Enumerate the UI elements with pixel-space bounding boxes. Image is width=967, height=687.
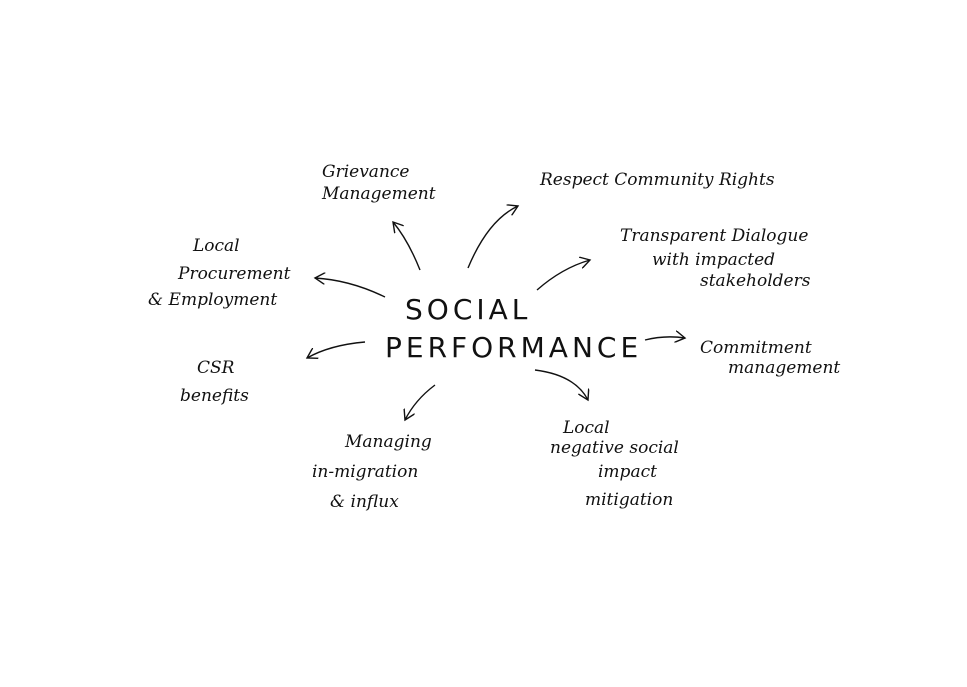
node-procurement-line3: & Employment bbox=[148, 290, 278, 310]
node-dialogue-line2: with impacted bbox=[652, 250, 776, 270]
arrow-procurement bbox=[315, 278, 386, 298]
node-dialogue-line3: stakeholders bbox=[700, 271, 811, 291]
arrow-migration bbox=[405, 384, 436, 420]
node-migration-line3: & influx bbox=[330, 492, 399, 512]
arrow-respect bbox=[467, 206, 518, 269]
node-grievance-line2: Management bbox=[322, 184, 436, 204]
node-grievance-line1: Grievance bbox=[322, 162, 410, 182]
arrow-csr bbox=[307, 341, 366, 358]
arrow-dialogue bbox=[536, 260, 590, 291]
arrow-negative bbox=[534, 369, 588, 400]
center-title-line2: PERFORMANCE bbox=[385, 331, 643, 364]
node-negative-line3: impact bbox=[598, 462, 657, 482]
node-commitment-line1: Commitment bbox=[700, 338, 812, 358]
node-migration-line2: in-migration bbox=[312, 462, 419, 482]
node-migration-line1: Managing bbox=[345, 432, 432, 452]
node-dialogue-line1: Transparent Dialogue bbox=[620, 226, 809, 246]
node-procurement-line2: Procurement bbox=[178, 264, 291, 284]
node-respect: Respect Community Rights bbox=[540, 170, 775, 190]
center-title-line1: SOCIAL bbox=[405, 293, 532, 326]
node-negative-line1: Local bbox=[563, 418, 610, 438]
node-csr-line1: CSR bbox=[197, 358, 235, 378]
node-negative-line4: mitigation bbox=[585, 490, 674, 510]
arrow-commitment bbox=[644, 337, 685, 340]
node-csr-line2: benefits bbox=[180, 386, 249, 406]
node-negative-line2: negative social bbox=[550, 438, 679, 458]
node-procurement-line1: Local bbox=[193, 236, 240, 256]
arrow-grievance bbox=[393, 222, 421, 271]
node-commitment-line2: management bbox=[728, 358, 841, 378]
